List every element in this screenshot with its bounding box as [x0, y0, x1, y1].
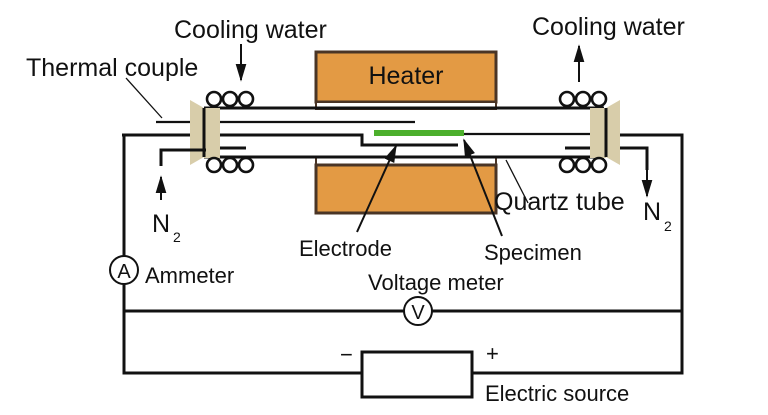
label-n2-inlet: N 2: [152, 210, 181, 245]
n2-outlet-symbol: N: [643, 198, 661, 226]
label-thermal-couple: Thermal couple: [26, 54, 198, 82]
cooling-coil-right-top: [558, 90, 608, 108]
cooling-coil-left-top: [205, 90, 255, 108]
label-ammeter: Ammeter: [145, 263, 234, 288]
specimen: [374, 130, 464, 136]
cooling-coil-left-bottom: [205, 156, 255, 174]
n2-inlet-subscript: 2: [173, 229, 181, 245]
label-cooling-water-left: Cooling water: [174, 16, 327, 44]
source-plus-sign: +: [486, 341, 499, 366]
ammeter-icon: A: [109, 255, 139, 285]
right-flange: [590, 100, 620, 165]
voltmeter-icon: V: [403, 296, 433, 326]
label-specimen: Specimen: [484, 240, 582, 265]
n2-outlet-subscript: 2: [664, 218, 672, 234]
voltmeter-symbol: V: [411, 302, 425, 324]
electrode-pointer: [356, 144, 397, 233]
source-minus-sign: −: [340, 342, 353, 367]
circuit: [122, 133, 684, 375]
ammeter-symbol: A: [117, 261, 131, 283]
electrode-wire: [122, 133, 458, 147]
quartz-tube: [122, 106, 610, 159]
n2-outlet-pipe: [620, 146, 649, 170]
quartz-tube-pointer: [505, 159, 529, 204]
heater: [314, 50, 498, 215]
thermal-couple-pointer: [125, 77, 163, 119]
label-voltage-meter: Voltage meter: [368, 270, 504, 295]
heater-bottom-block: [314, 163, 498, 215]
label-electrode: Electrode: [299, 236, 392, 261]
n2-inlet-pipe: [159, 148, 206, 166]
label-electric-source: Electric source: [485, 381, 629, 406]
label-n2-outlet: N 2: [643, 198, 672, 234]
n2-inlet-symbol: N: [152, 210, 170, 238]
cooling-coil-right-bottom: [558, 156, 608, 174]
specimen-pointer: [463, 138, 503, 237]
power-source-icon: [360, 350, 474, 399]
left-flange: [190, 100, 220, 165]
label-cooling-water-right: Cooling water: [532, 13, 685, 41]
label-heater: Heater: [368, 62, 443, 90]
label-quartz-tube: Quartz tube: [494, 188, 625, 216]
